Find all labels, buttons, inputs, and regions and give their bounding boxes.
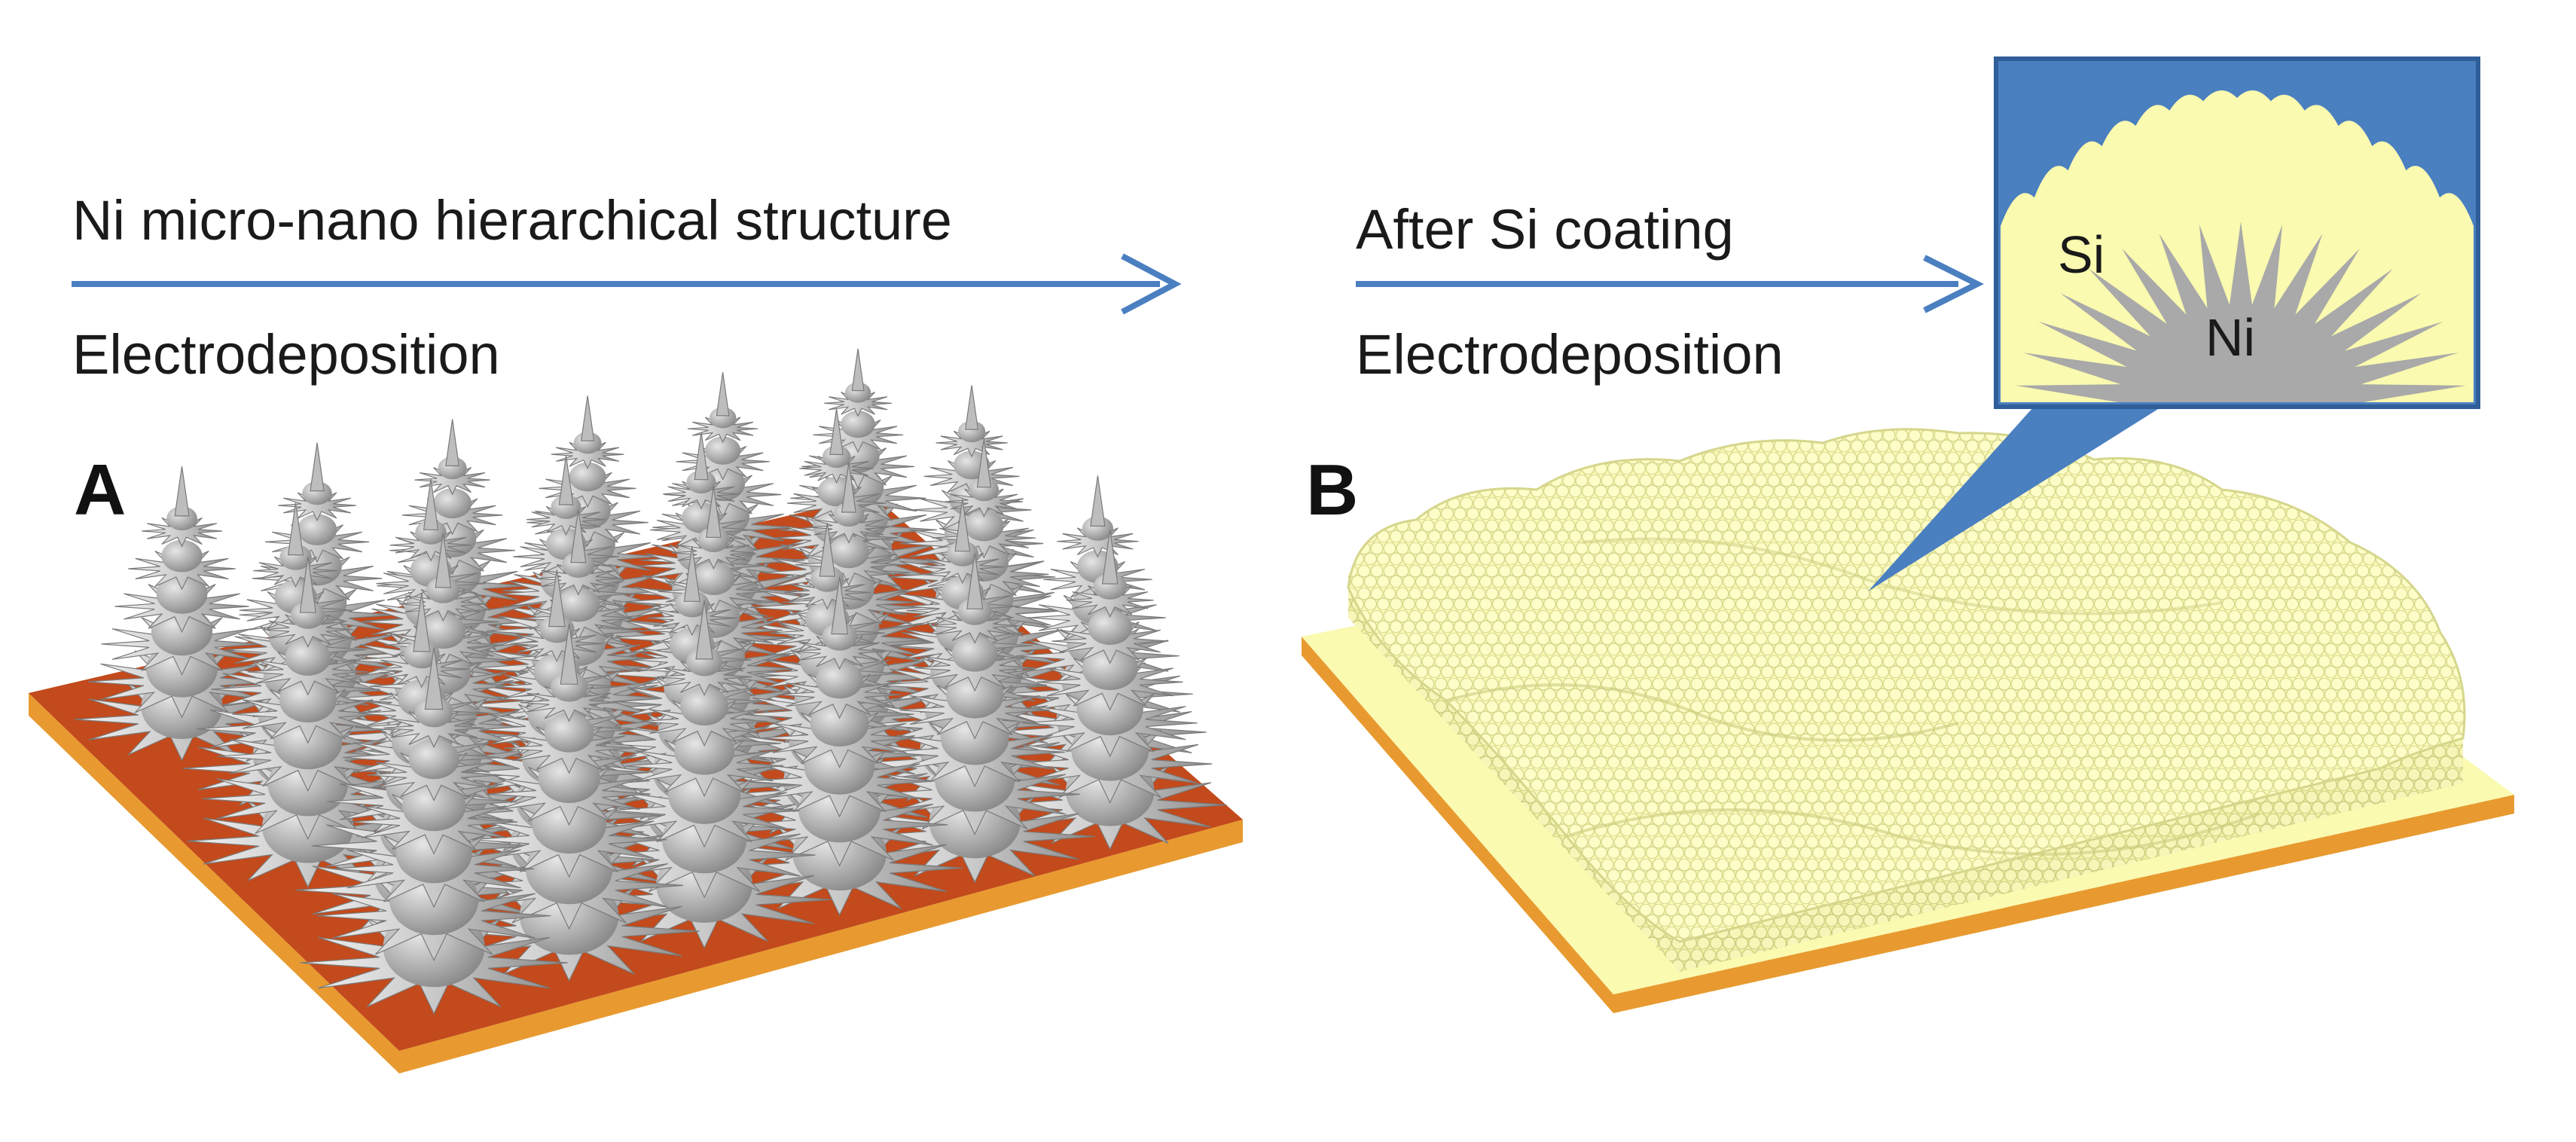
ni-spike-cluster (438, 623, 700, 982)
panel-a-letter: A (74, 450, 127, 530)
ni-spike-cluster (716, 576, 963, 916)
panel-b-letter: B (1306, 450, 1359, 530)
arrow-b (1356, 255, 1984, 313)
arrow-b-top-label: After Si coating (1356, 198, 1734, 261)
inset-si-label: Si (2058, 225, 2105, 284)
ni-spike-cluster (187, 557, 429, 888)
arrow-a-top-label: Ni micro-nano hierarchical structure (72, 189, 952, 252)
callout-pointer (1868, 407, 2162, 591)
ni-spike-cluster (74, 466, 290, 762)
arrow-a-bottom-label: Electrodeposition (72, 323, 500, 386)
ni-hierarchical-structures (74, 348, 1227, 1015)
arrow-a (72, 253, 1182, 315)
si-coating-top (1347, 428, 2466, 943)
arrow-b-bottom-label: Electrodeposition (1356, 323, 1784, 386)
inset-callout (1868, 56, 2480, 591)
si-mound-ridge-1 (1445, 683, 1959, 742)
ni-spike-cluster (854, 553, 1095, 884)
si-mound-ridge-3 (1581, 537, 2223, 615)
si-mound-ridge-2 (1566, 808, 2260, 856)
ni-spike-cluster (300, 647, 568, 1015)
inset-ni-core (2016, 221, 2466, 402)
ni-spike-cluster (993, 530, 1227, 850)
inset-ni-label: Ni (2205, 308, 2256, 367)
si-coated-surface (1347, 428, 2466, 972)
